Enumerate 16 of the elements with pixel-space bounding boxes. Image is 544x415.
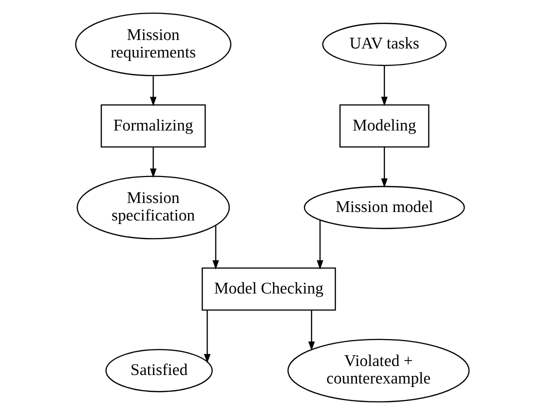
arrow [308,310,314,351]
node-box: Modeling [338,104,429,148]
node-ellipse: Mission requirements [74,12,231,76]
node-box: Model Checking [201,267,336,311]
node-ellipse: Mission model [303,186,464,230]
arrow [149,76,156,106]
node-box: Formalizing [100,104,206,148]
arrow [380,66,388,106]
arrow [212,226,219,270]
node-ellipse: UAV tasks [322,22,446,66]
arrow [149,147,156,178]
arrow [380,147,388,188]
arrow [316,220,323,270]
node-ellipse: Mission specification [76,176,230,240]
arrow [203,310,210,364]
node-ellipse: Violated + counterexample [286,338,470,402]
